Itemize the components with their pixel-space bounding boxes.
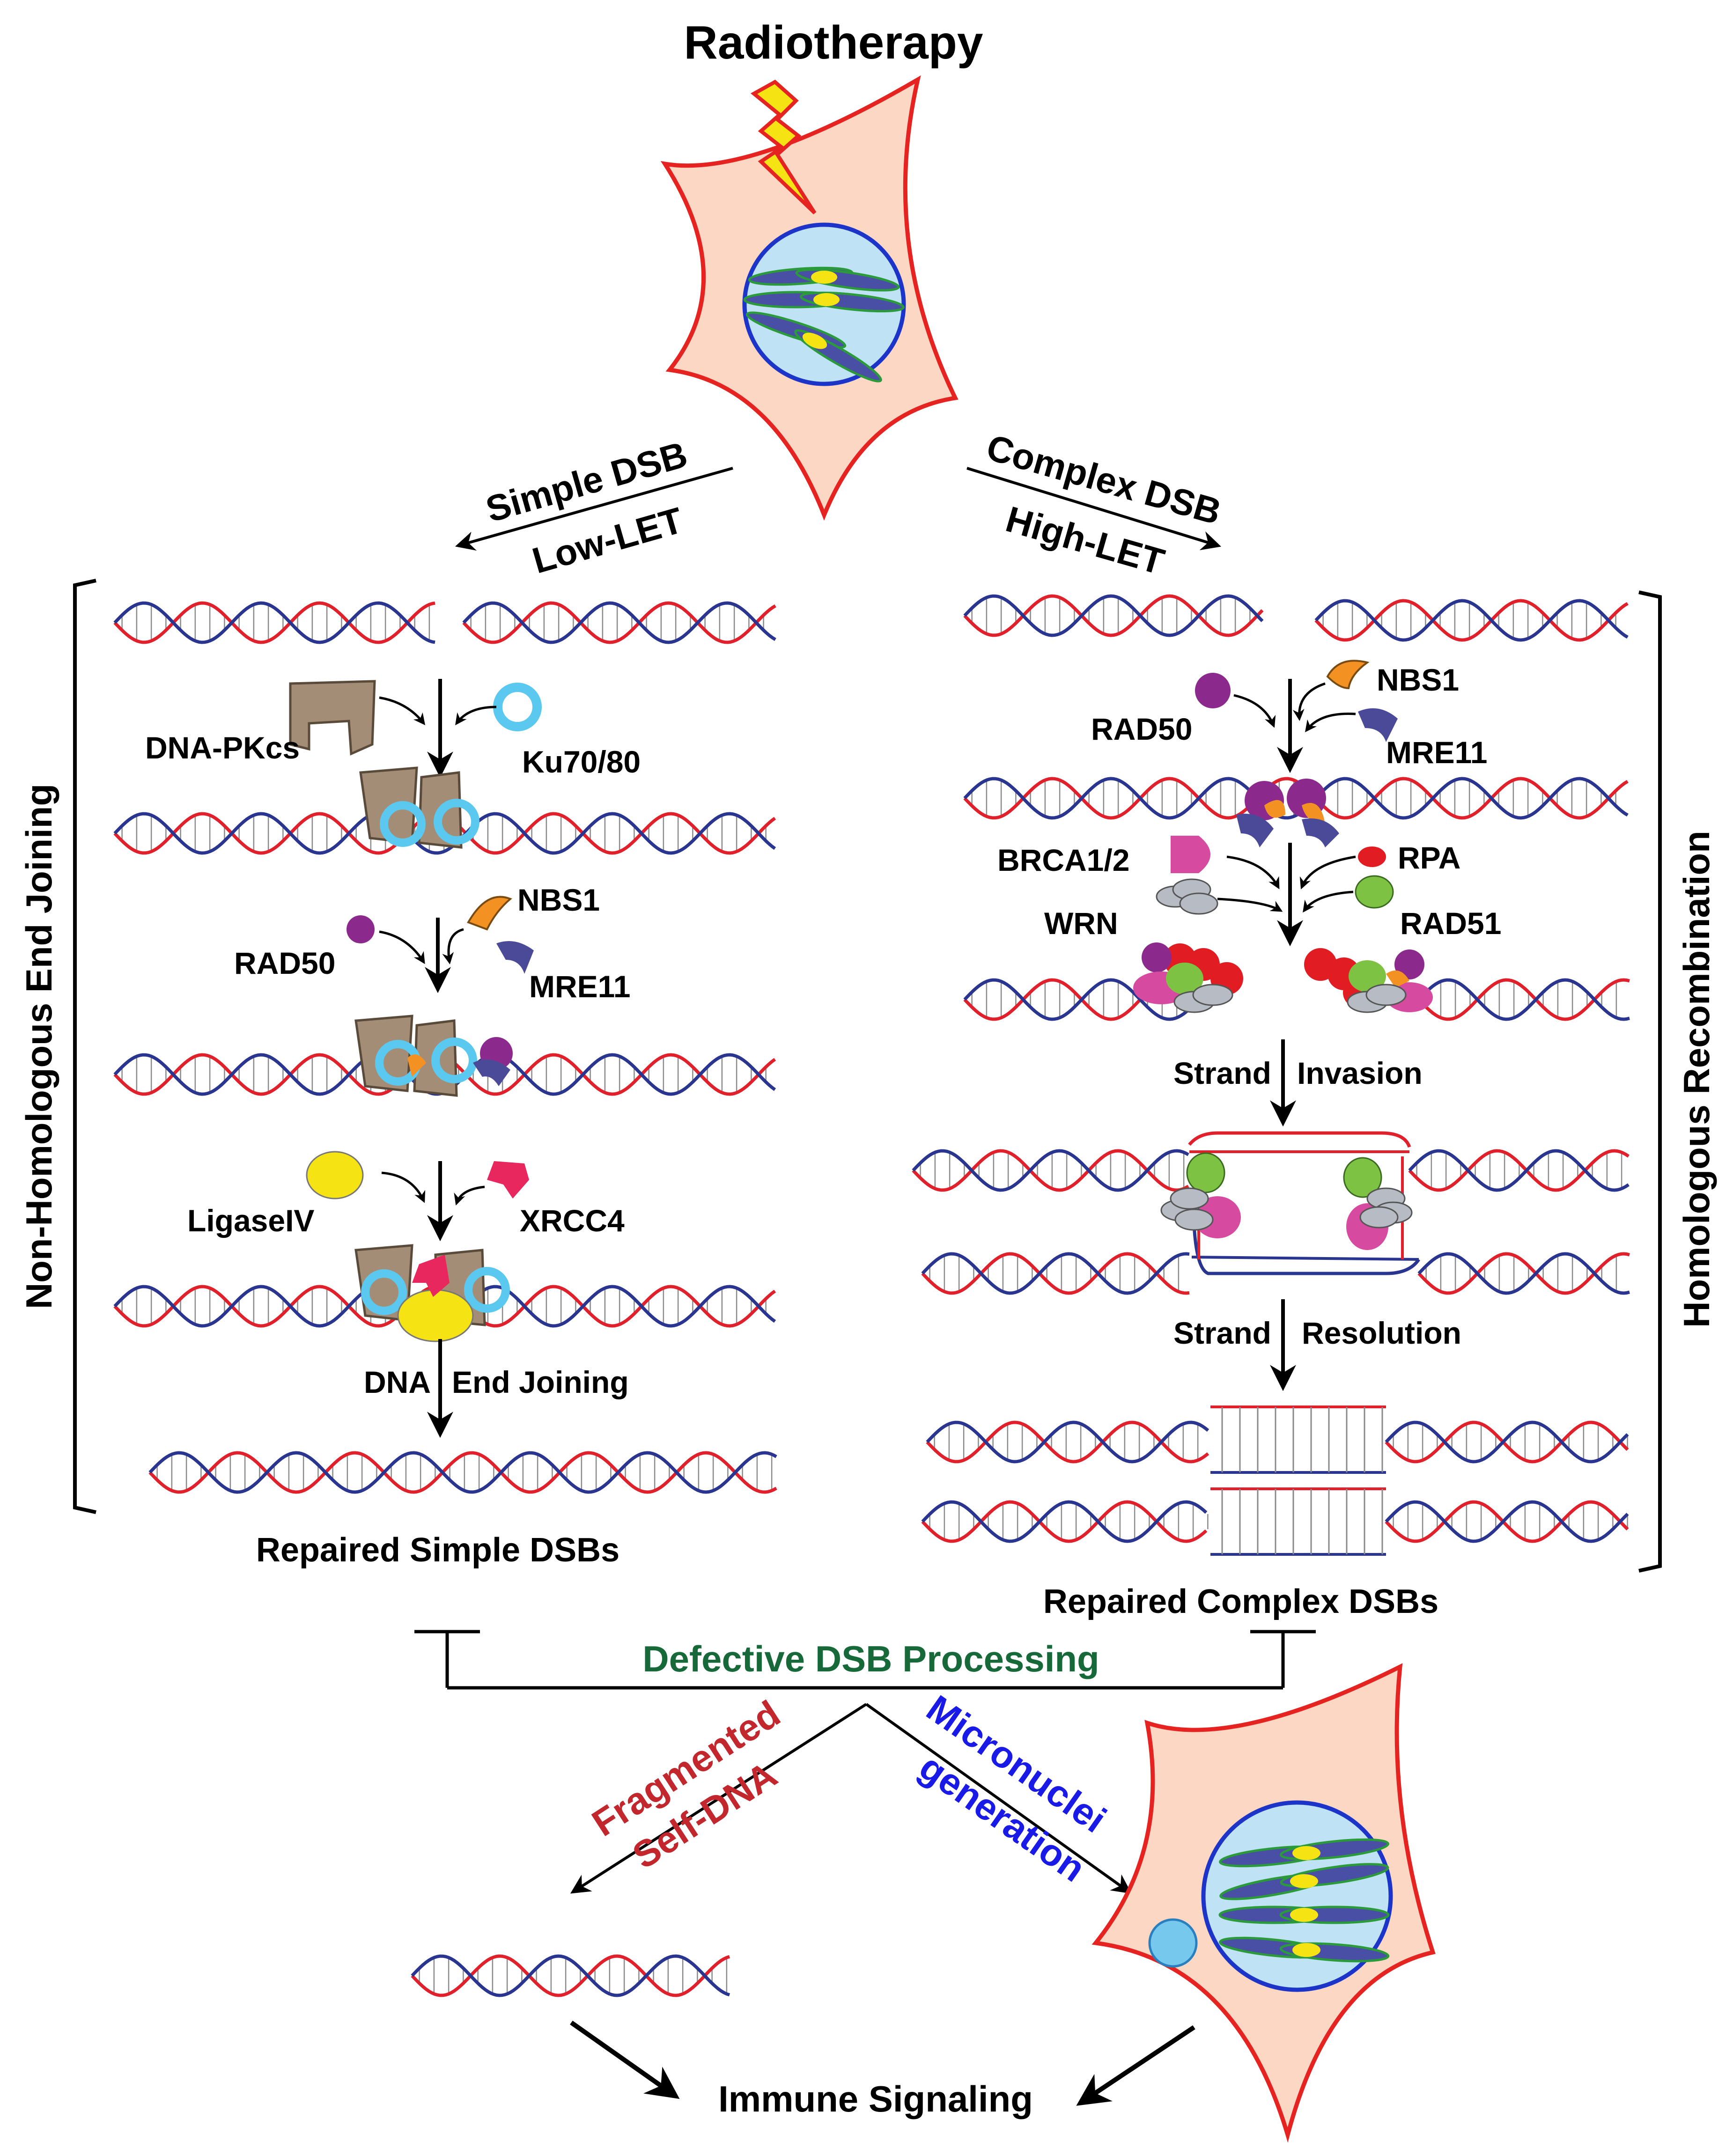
hr-nbs1-icon [1326,660,1370,690]
hr-mre11-icon [1358,708,1398,742]
hr-label-strand-2: Strand [1173,1316,1271,1350]
hr-dna-invasion-bottom-left [921,1252,1190,1295]
hr-label-rad51: RAD51 [1400,906,1501,941]
hr-dna-resolved-top-left [926,1420,1209,1464]
nhej-dna-broken-right [462,601,776,644]
label-xrcc4: XRCC4 [520,1203,625,1238]
nhej-step2: NBS1 RAD50 MRE11 [234,883,630,1004]
hr-dna-resolved-top-right [1385,1420,1629,1464]
ku-icon [493,683,542,731]
immune-label: Immune Signaling [718,2078,1033,2119]
defective-junction [414,1630,1316,1894]
hr-rad50-icon [1195,673,1231,708]
resolved-rungs [1221,1407,1383,1554]
hr-dna-broken-right [1314,599,1629,642]
nhej-dna-repaired [148,1451,777,1494]
nhej-complex1 [359,766,479,849]
nhej-step3: LigaseIV XRCC4 [187,1151,625,1242]
hr-bracket [1638,590,1662,1573]
radiation-bolt-icon [750,80,817,214]
micronucleated-cell [1091,1663,1436,2143]
fragmented-self-dna [411,1954,730,1997]
label-rad50: RAD50 [234,946,335,980]
nhej-step1: DNA-PKcs Ku70/80 [145,679,641,779]
hr-step1: NBS1 RAD50 MRE11 [1091,660,1487,773]
hr-dna-invasion-bottom-right [1417,1252,1630,1295]
rpa-icon [1358,846,1386,867]
label-ligase: LigaseIV [187,1203,314,1238]
nhej-complex3 [354,1244,510,1342]
hr-label-nbs1: NBS1 [1377,662,1459,697]
title: Radiotherapy [684,16,983,69]
nhej-pathway-label: Non-Homologous End Joining [18,784,59,1309]
rad51-icon [1355,875,1394,909]
hr-dna-resected-right [1417,978,1630,1021]
dna-pkcs-icon [289,680,376,756]
hr-label-brca: BRCA1/2 [997,843,1129,877]
hr-invasion-structure [1160,1131,1420,1275]
nhej-step4: DNA End Joining [364,1339,629,1438]
hr-resection-complexes [1133,942,1433,1013]
hr-resolved-structure [1210,1405,1386,1556]
high-let-branch: Complex DSB High-LET [966,427,1225,582]
label-nbs1: NBS1 [517,883,600,917]
hr-label-rpa: RPA [1398,840,1460,875]
label-mre11: MRE11 [529,969,630,1004]
irradiated-cell [660,75,959,521]
hr-dna-broken-left [963,594,1264,637]
hr-label-strand-1: Strand [1173,1056,1271,1090]
label-dna: DNA [364,1365,431,1399]
hr-label-rad50: RAD50 [1091,712,1192,746]
nhej-complex2 [354,1015,513,1097]
low-let-branch: Simple DSB Low-LET [455,434,733,581]
hr-dna-mrn-bound [963,777,1629,820]
hr-result: Repaired Complex DSBs [1043,1583,1438,1620]
hr-pathway-label: Homologous Recombination [1676,831,1717,1328]
hr-label-resolution: Resolution [1302,1316,1461,1350]
nhej-bracket [73,579,96,1514]
brca-icon [1171,836,1210,873]
xrcc4-icon [487,1161,529,1199]
hr-step2: BRCA1/2 RPA WRN RAD51 [997,836,1501,947]
hr-label-mre11: MRE11 [1386,735,1487,770]
micronucleus [1148,1918,1198,1968]
chromosomes [743,266,905,383]
label-dna-pkcs: DNA-PKcs [145,730,300,765]
immune-arrows [570,2020,1195,2106]
hr-dna-resolved-bottom-right [1385,1500,1629,1543]
mre11-icon [496,941,534,974]
hr-dna-resolved-bottom-left [921,1500,1209,1543]
label-ku: Ku70/80 [522,744,641,779]
chromosomes-2 [1218,1838,1390,1963]
hr-dna-invasion-top-left [912,1149,1189,1192]
defective-label: Defective DSB Processing [642,1638,1099,1679]
dna-helices [113,594,1630,1997]
hr-step4: Strand Resolution [1173,1299,1461,1391]
nbs1-icon [467,896,512,931]
nhej-result: Repaired Simple DSBs [256,1531,619,1569]
rad50-icon [347,915,375,943]
wrn-icon [1156,878,1218,915]
hr-label-wrn: WRN [1044,906,1118,941]
hr-step3: Strand Invasion [1173,1039,1423,1127]
nhej-dna-broken-left [113,601,435,644]
hr-mrn-complex [1236,779,1339,847]
label-end-joining: End Joining [452,1365,629,1399]
hr-dna-invasion-top-right [1408,1149,1630,1192]
ligase-icon [306,1151,364,1199]
hr-label-invasion: Invasion [1297,1056,1423,1090]
